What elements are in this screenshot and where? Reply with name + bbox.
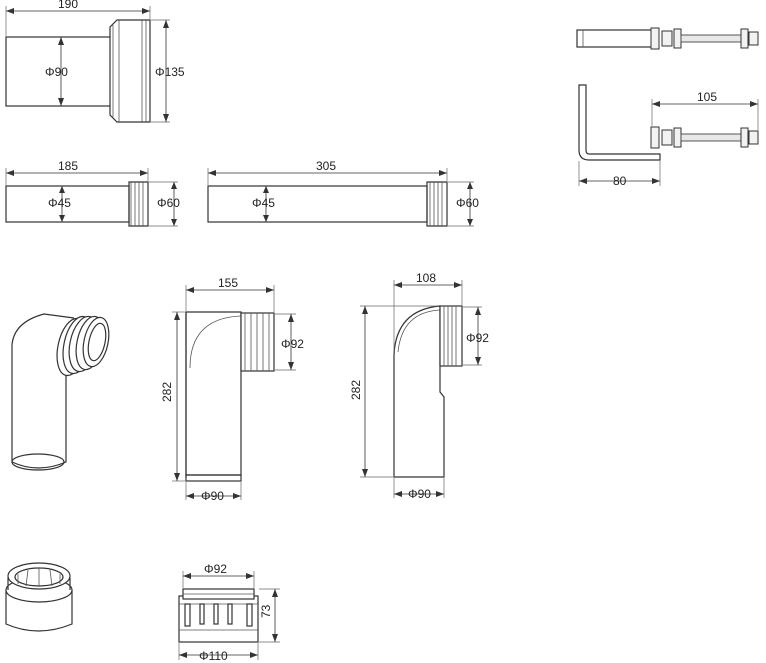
collar-section-drawing: Φ92 73 Φ110 [178,562,280,663]
bolt-length-label: 105 [697,90,717,104]
fixing-kit-drawing: 105 80 [576,27,759,188]
connector-inner-diameter-label: Φ90 [45,65,68,79]
bend-perspective-view [11,313,110,471]
short-pipe-length-label: 185 [58,159,78,173]
collar-top-diameter-label: Φ92 [204,562,227,576]
short-pipe-drawing: 185 Φ45 Φ60 [5,159,180,227]
long-pipe-length-label: 305 [316,159,336,173]
connector-drawing: 190 Φ90 Φ135 [5,0,185,123]
bend-short-drawing: 155 282 Φ92 Φ90 [160,276,304,503]
bracket-width-label: 80 [613,174,627,188]
long-pipe-drawing: 305 Φ45 Φ60 [207,159,479,227]
bend-offset-drawing: 108 282 Φ92 Φ90 [349,271,489,501]
bend-short-outlet-diameter-label: Φ90 [201,489,224,503]
connector-outer-diameter-label: Φ135 [155,65,185,79]
bend-short-width-label: 155 [218,276,238,290]
collar-perspective-view [5,562,73,632]
connector-length-label: 190 [58,0,78,11]
collar-height-label: 73 [259,604,273,618]
short-pipe-outer-diameter-label: Φ60 [157,196,180,210]
bend-short-height-label: 282 [160,382,174,402]
fixing-bolt-top [576,27,759,50]
long-pipe-outer-diameter-label: Φ60 [456,196,479,210]
short-pipe-inner-diameter-label: Φ45 [48,196,71,210]
fixing-bolt-bottom [650,126,759,149]
bend-offset-width-label: 108 [416,271,436,285]
collar-bottom-diameter-label: Φ110 [199,649,228,663]
bend-short-socket-diameter-label: Φ92 [281,337,304,351]
bend-offset-height-label: 282 [349,380,363,400]
long-pipe-inner-diameter-label: Φ45 [252,196,275,210]
bend-offset-outlet-diameter-label: Φ90 [408,487,431,501]
bend-offset-socket-diameter-label: Φ92 [466,331,489,345]
fixing-bracket [578,84,661,161]
